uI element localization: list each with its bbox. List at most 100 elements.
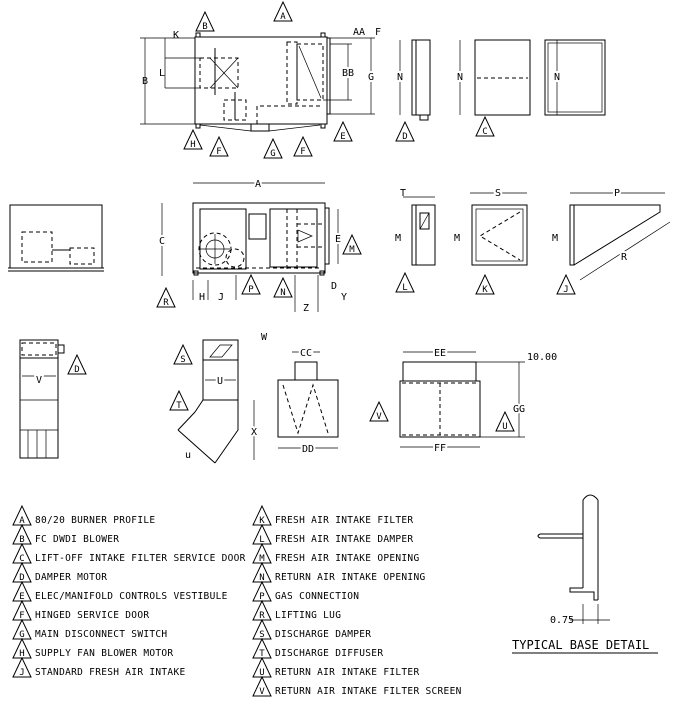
svg-text:V: V — [376, 412, 382, 422]
legend-label: FRESH AIR INTAKE FILTER — [275, 515, 413, 526]
callout-g: G — [263, 137, 283, 159]
base-dim: 0.75 — [550, 615, 574, 626]
dim-k: K — [173, 30, 179, 41]
dim-m: M — [552, 233, 558, 244]
svg-text:S: S — [259, 630, 264, 640]
dim-d: D — [331, 281, 337, 292]
svg-text:K: K — [259, 516, 265, 526]
legend-label: 80/20 BURNER PROFILE — [35, 515, 155, 526]
callout-u: U — [495, 410, 515, 432]
dim-m: M — [454, 233, 460, 244]
legend-key-icon: U — [252, 656, 272, 678]
damper-view: V D — [19, 339, 87, 459]
dim-h: H — [199, 292, 205, 303]
legend-key-icon: D — [12, 561, 32, 583]
dim-f: F — [375, 27, 381, 38]
callout-l: L — [395, 271, 415, 293]
legend-key-icon: T — [252, 637, 272, 659]
svg-text:P: P — [259, 592, 265, 602]
dim-s: S — [495, 188, 501, 199]
dim-r: R — [621, 252, 628, 263]
callout-e: E — [333, 120, 353, 142]
dim-x: X — [251, 427, 257, 438]
svg-text:H: H — [19, 649, 24, 659]
dim-ff: FF — [434, 443, 446, 454]
legend-key-icon: H — [12, 637, 32, 659]
svg-text:N: N — [259, 573, 264, 583]
legend-label: MAIN DISCONNECT SWITCH — [35, 629, 167, 640]
legend-item: N RETURN AIR INTAKE OPENING — [252, 561, 426, 583]
callout-p: P — [241, 273, 261, 295]
svg-text:M: M — [259, 554, 265, 564]
svg-text:K: K — [482, 285, 488, 295]
legend-key-icon: C — [12, 542, 32, 564]
svg-text:A: A — [280, 12, 286, 22]
legend-key-icon: J — [12, 656, 32, 678]
legend-key-icon: A — [12, 504, 32, 526]
dim-v: V — [36, 375, 42, 386]
callout-k: K — [475, 273, 495, 295]
legend-key-icon: S — [252, 618, 272, 640]
legend-key-icon: V — [252, 675, 272, 697]
legend-key-icon: G — [12, 618, 32, 640]
svg-text:D: D — [19, 573, 24, 583]
dim-b: B — [142, 76, 148, 87]
intake-views: T M S M P M R L K J — [395, 186, 671, 295]
svg-text:B: B — [202, 22, 207, 32]
dim-u: U — [217, 376, 223, 387]
dim-n: N — [554, 72, 560, 83]
svg-text:V: V — [259, 687, 265, 697]
dim-u-lower: u — [185, 450, 191, 461]
svg-text:G: G — [19, 630, 24, 640]
legend-key-icon: B — [12, 523, 32, 545]
svg-text:F: F — [216, 147, 221, 157]
svg-text:T: T — [176, 401, 182, 411]
legend-label: RETURN AIR INTAKE FILTER — [275, 667, 419, 678]
dim-c: C — [159, 236, 165, 247]
legend-item: G MAIN DISCONNECT SWITCH — [12, 618, 167, 640]
dim-p: P — [614, 188, 620, 199]
legend-item: H SUPPLY FAN BLOWER MOTOR — [12, 637, 173, 659]
legend-label: SUPPLY FAN BLOWER MOTOR — [35, 648, 173, 659]
dim-dd: DD — [302, 444, 314, 455]
legend-item: K FRESH AIR INTAKE FILTER — [252, 504, 413, 526]
svg-text:C: C — [482, 127, 487, 137]
left-elevation — [8, 204, 104, 272]
legend-key-icon: K — [252, 504, 272, 526]
legend-item: M FRESH AIR INTAKE OPENING — [252, 542, 419, 564]
plan-view: B K L AA F BB G B A H F G F E — [140, 0, 381, 159]
legend-label: DISCHARGE DIFFUSER — [275, 648, 383, 659]
svg-text:T: T — [259, 649, 265, 659]
svg-text:E: E — [340, 132, 345, 142]
svg-text:M: M — [349, 245, 355, 255]
callout-m: M — [342, 233, 362, 255]
callout-h: H — [183, 128, 203, 150]
legend-key-icon: P — [252, 580, 272, 602]
dim-n: N — [397, 72, 403, 83]
legend-key-icon: L — [252, 523, 272, 545]
callout-f: F — [209, 135, 229, 157]
svg-text:P: P — [248, 285, 254, 295]
legend-label: DAMPER MOTOR — [35, 572, 107, 583]
side-elevation: A C E H J D Y Z R P N M — [156, 177, 362, 314]
legend-label: FRESH AIR INTAKE OPENING — [275, 553, 419, 564]
callout-v: V — [369, 400, 389, 422]
svg-text:R: R — [259, 611, 265, 621]
dim-n: N — [457, 72, 463, 83]
legend-label: RETURN AIR INTAKE OPENING — [275, 572, 426, 583]
legend-label: HINGED SERVICE DOOR — [35, 610, 149, 621]
dim-g: G — [368, 72, 374, 83]
legend-item: T DISCHARGE DIFFUSER — [252, 637, 383, 659]
svg-text:A: A — [19, 516, 25, 526]
dim-m: M — [395, 233, 401, 244]
dim-bb: BB — [342, 68, 354, 79]
legend-key-icon: N — [252, 561, 272, 583]
